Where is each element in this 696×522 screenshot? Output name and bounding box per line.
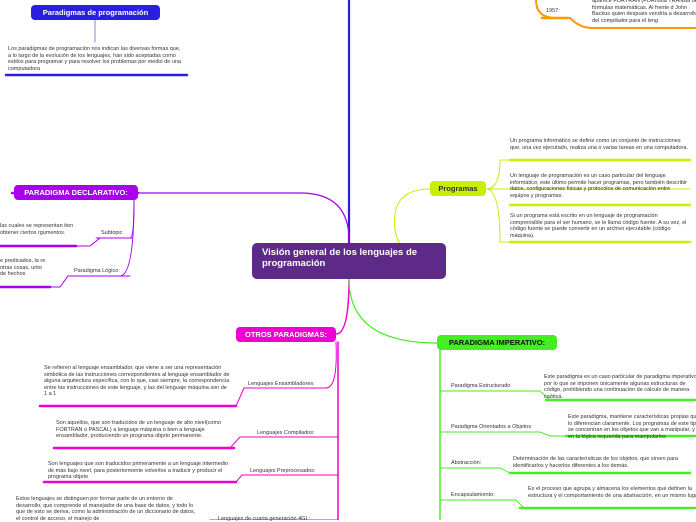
connector-23 [39, 341, 337, 407]
paradigma-objetos-label[interactable]: Paradigma Orientados a Objetos [451, 424, 532, 430]
year-1957-label: 1957: [546, 8, 560, 14]
encapsulamiento-text: Es el proceso que agrupa y almacena los … [528, 486, 696, 499]
programas-text-3: Si un programa está escrito en un lengua… [510, 213, 687, 239]
paradigma-objetos-text: Este paradigma, mantiene características… [568, 414, 696, 440]
compilados-text: Son aquellos, que son traducidos de un l… [56, 420, 222, 440]
declarativo-subtopic-label[interactable]: Subtopic [101, 230, 123, 236]
topic-programas-label: Programas [438, 184, 478, 193]
programas-text-2: Un lenguaje de programación es un caso p… [510, 173, 687, 199]
cuarta-generacion-text: Estos lenguajes se distinguen por formar… [16, 496, 196, 522]
connector-4 [569, 17, 696, 29]
topic-otros-paradigmas[interactable]: OTROS PARADIGMAS: [236, 327, 336, 342]
paradigma-estructurado-text: Este paradigma es un caso particular de … [544, 374, 696, 400]
topic-paradigmas-programacion-label: Paradigmas de programación [42, 8, 149, 17]
topic-paradigma-imperativo-label: PARADIGMA IMPERATIVO: [448, 338, 546, 347]
paradigma-estructurado-label[interactable]: Paradigma Estructurado [451, 383, 511, 389]
connector-13 [137, 192, 350, 280]
preprocesados-label[interactable]: Lenguajes Preprocesados: [250, 468, 316, 474]
central-topic[interactable]: Visión general de los lenguajes de progr… [252, 243, 446, 279]
paradigma-logico-label[interactable]: Paradigma Lógico: [74, 268, 120, 274]
topic-paradigma-imperativo[interactable]: PARADIGMA IMPERATIVO: [437, 335, 557, 350]
topic-paradigma-declarativo[interactable]: PARADIGMA DECLARATIVO: [14, 185, 138, 200]
abstraccion-label[interactable]: Abstracción: [451, 460, 482, 466]
programas-text-1: Un programa informático se define como u… [510, 138, 688, 151]
encapsulamiento-label[interactable]: Encapsulamiento: [451, 492, 495, 498]
connector-21 [335, 278, 350, 335]
ensambladores-text: Se refieren al lenguaje ensamblador, que… [44, 365, 230, 398]
preprocesados-text: Son lenguajes que son traducidos primera… [48, 461, 229, 481]
topic-programas[interactable]: Programas [430, 181, 486, 196]
declarativo-subtopic-text: las cuales se representan iten obtener c… [0, 223, 74, 236]
topic-otros-paradigmas-label: OTROS PARADIGMAS: [245, 330, 327, 339]
cuarta-generacion-label[interactable]: Lenguajes de cuarta generación 4GL: [218, 516, 311, 522]
fortran-text: aparece FORTRAN (FORmula TRANsla de fórm… [592, 0, 696, 24]
central-topic-title: Visión general de los lenguajes de progr… [262, 247, 418, 269]
paradigmas-programacion-text: Los paradigmas de programación nos indic… [8, 46, 182, 72]
abstraccion-text: Determinación de las características de … [513, 456, 679, 469]
connector-30 [348, 278, 438, 344]
compilados-label[interactable]: Lenguajes Compilados: [257, 430, 315, 436]
ensambladores-label[interactable]: Lenguajes Ensambladores: [248, 381, 315, 387]
paradigma-logico-text: e predicados, la re otras cosas, unto de… [0, 258, 46, 278]
topic-paradigmas-programacion[interactable]: Paradigmas de programación [31, 5, 160, 20]
connector-9 [485, 188, 691, 243]
topic-paradigma-declarativo-label: PARADIGMA DECLARATIVO: [24, 188, 128, 197]
